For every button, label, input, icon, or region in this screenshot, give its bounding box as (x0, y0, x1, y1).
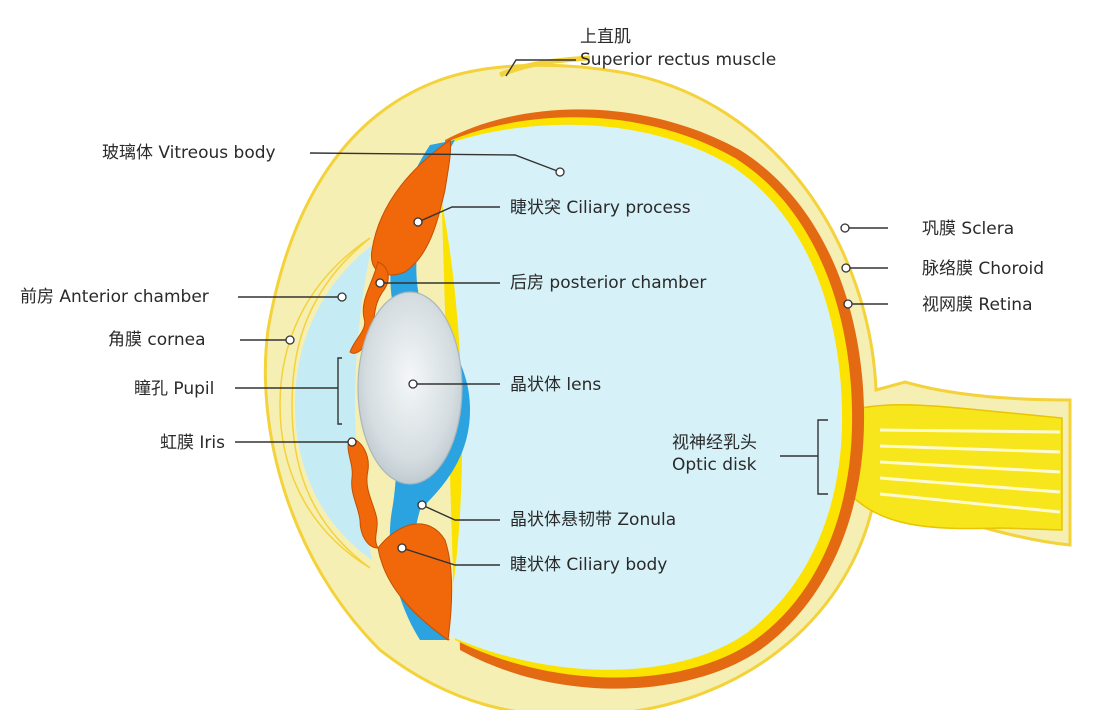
dot-ciliary-body (398, 544, 406, 552)
dot-choroid (842, 264, 850, 272)
label-cornea: 角膜 cornea (108, 330, 206, 350)
label-retina: 视网膜 Retina (922, 295, 1033, 315)
label-optic-disk-cn: 视神经乳头 (672, 433, 757, 453)
label-choroid: 脉络膜 Choroid (922, 259, 1044, 279)
label-iris: 虹膜 Iris (160, 433, 225, 453)
dot-lens (409, 380, 417, 388)
dot-retina (844, 300, 852, 308)
label-optic-disk-en: Optic disk (672, 455, 757, 475)
label-superior-rectus-en: Superior rectus muscle (580, 50, 776, 70)
label-ciliary-body: 睫状体 Ciliary body (510, 555, 667, 575)
label-anterior-chamber: 前房 Anterior chamber (20, 287, 209, 307)
label-superior-rectus-cn: 上直肌 (580, 27, 631, 47)
dot-zonula (418, 501, 426, 509)
dot-anterior-chamber (338, 293, 346, 301)
label-lens: 晶状体 lens (510, 375, 601, 395)
lens-shape (358, 292, 462, 484)
dot-posterior-chamber (376, 279, 384, 287)
dot-sclera (841, 224, 849, 232)
dot-ciliary-process (414, 218, 422, 226)
dot-vitreous (556, 168, 564, 176)
label-ciliary-process: 睫状突 Ciliary process (510, 198, 691, 218)
label-sclera: 巩膜 Sclera (922, 219, 1014, 239)
label-vitreous: 玻璃体 Vitreous body (102, 143, 276, 163)
label-zonula: 晶状体悬韧带 Zonula (510, 510, 676, 530)
label-posterior-chamber: 后房 posterior chamber (510, 273, 706, 293)
dot-iris (348, 438, 356, 446)
dot-cornea (286, 336, 294, 344)
label-pupil: 瞳孔 Pupil (134, 379, 214, 399)
